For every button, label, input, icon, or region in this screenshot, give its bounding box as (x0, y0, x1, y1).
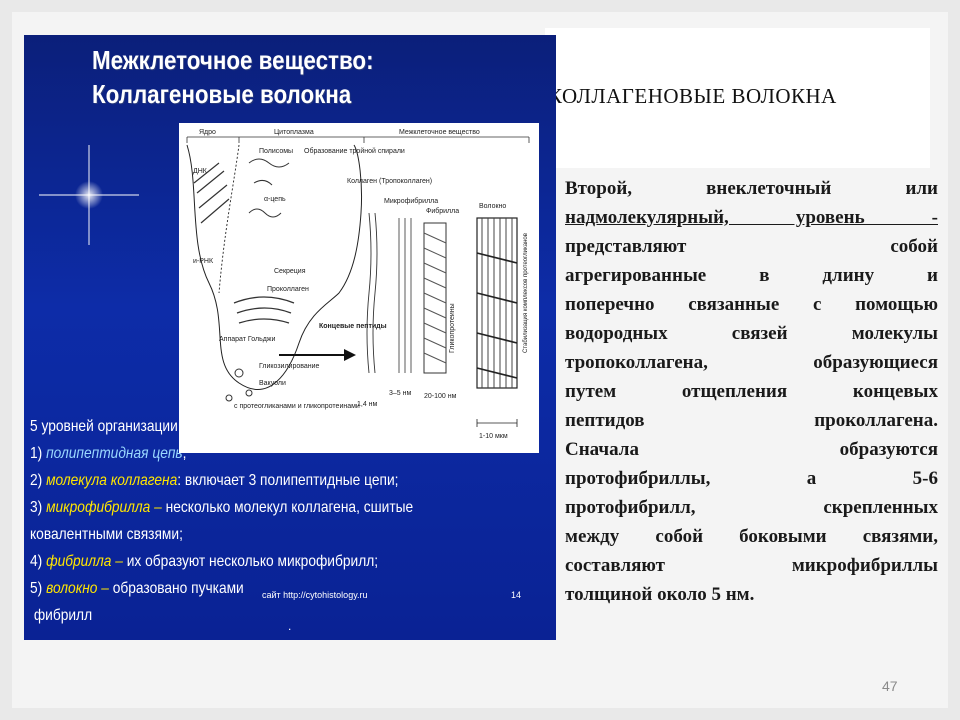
panel-title: Межклеточное вещество: Коллагеновые воло… (92, 43, 374, 111)
panel-title-line1: Межклеточное вещество: (92, 45, 374, 75)
title-band (545, 28, 930, 168)
label-collagen: Коллаген (Тропоколлаген) (347, 178, 432, 185)
slide-title: КОЛЛАГЕНОВЫЕ ВОЛОКНА (548, 84, 837, 108)
body-line: протофибриллы, а 5-6 (565, 468, 938, 489)
levels-heading: 5 уровней организации: (30, 418, 182, 435)
level-item: 4) фибрилла – их образуют несколько микр… (30, 553, 379, 570)
body-line: Сначала образуются (565, 439, 938, 460)
panel-page-number: 14 (511, 590, 522, 600)
slide-number: 47 (882, 678, 898, 694)
levels-list: 5 уровней организации: 1) полипептидная … (30, 413, 476, 629)
body-line: протофибрилл, скрепленных (565, 497, 938, 518)
label-secretion: Секреция (274, 268, 306, 275)
label-d3: 20-100 нм (424, 393, 457, 400)
body-line: представляют собой (565, 236, 938, 257)
body-line: тропоколлагена, образующиеся (565, 352, 938, 373)
level-item: 1) полипептидная цепь, (30, 445, 187, 462)
body-line: агрегированные в длину и (565, 265, 938, 286)
label-alpha: α-цепь (264, 196, 286, 203)
panel-title-line2: Коллагеновые волокна (92, 79, 352, 109)
source-site: сайт http://cytohistology.ru (262, 590, 368, 600)
body-line: путем отщепления концевых (565, 381, 938, 402)
body-line: поперечно связанные с помощью (565, 294, 938, 315)
label-nucleus: Ядро (199, 129, 216, 136)
label-stabilizing: Стабилизация комплексов протеогликанов (523, 233, 529, 353)
label-glycoproteins: Гликопротеины (449, 303, 456, 353)
body-line: пептидов проколлагена. (565, 410, 938, 431)
body-line: толщиной около 5 нм. (565, 584, 755, 605)
body-line: водородных связей молекулы (565, 323, 938, 344)
label-dna: ДНК (193, 168, 208, 175)
sparkle-icon (39, 145, 139, 245)
label-glyco: Гликозилирование (259, 363, 320, 370)
label-fibril: Фибрилла (426, 207, 459, 215)
dot-mark: . (288, 619, 292, 633)
label-vacuoles: Вакуоли (259, 380, 286, 387)
label-microfibril: Микрофибрилла (384, 197, 438, 205)
label-fiber: Волокно (479, 203, 506, 210)
blue-image-panel: Межклеточное вещество: Коллагеновые воло… (24, 35, 556, 640)
level-item-continued: фибрилл (33, 607, 93, 624)
label-proteoglycans: с протеогликанами и гликопротеинами (234, 403, 360, 410)
body-line: Второй, внеклеточный или (565, 178, 938, 199)
level-item: 2) молекула коллагена: включает 3 полипе… (30, 472, 399, 489)
label-end-peptides: Концевые пептиды (319, 323, 387, 330)
body-text: Второй, внеклеточный или надмолекулярный… (565, 174, 938, 609)
label-procollagen: Проколлаген (267, 286, 309, 293)
label-triple: Образование тройной спирали (304, 147, 405, 155)
level-item: 3) микрофибрилла – несколько молекул кол… (30, 499, 414, 516)
label-d2: 3–5 нм (389, 390, 411, 397)
label-matrix: Межклеточное вещество (399, 129, 480, 136)
label-golgi: Аппарат Гольджи (219, 336, 275, 343)
body-line: составляют микрофибриллы (565, 555, 938, 576)
label-cytoplasm: Цитоплазма (274, 129, 314, 136)
body-line: между собой боковыми связями, (565, 526, 938, 547)
label-polysomes: Полисомы (259, 148, 293, 155)
level-item: 5) волокно – образовано пучками (30, 580, 244, 597)
level-item-continued: ковалентными связями; (30, 526, 183, 543)
label-d4: 1-10 мкм (479, 433, 508, 440)
collagen-diagram: Ядро Цитоплазма Межклеточное вещество ДН… (179, 123, 539, 453)
label-irna: и-РНК (193, 258, 214, 265)
label-d1: 1,4 нм (357, 401, 378, 408)
body-line: надмолекулярный, уровень - (565, 207, 938, 228)
